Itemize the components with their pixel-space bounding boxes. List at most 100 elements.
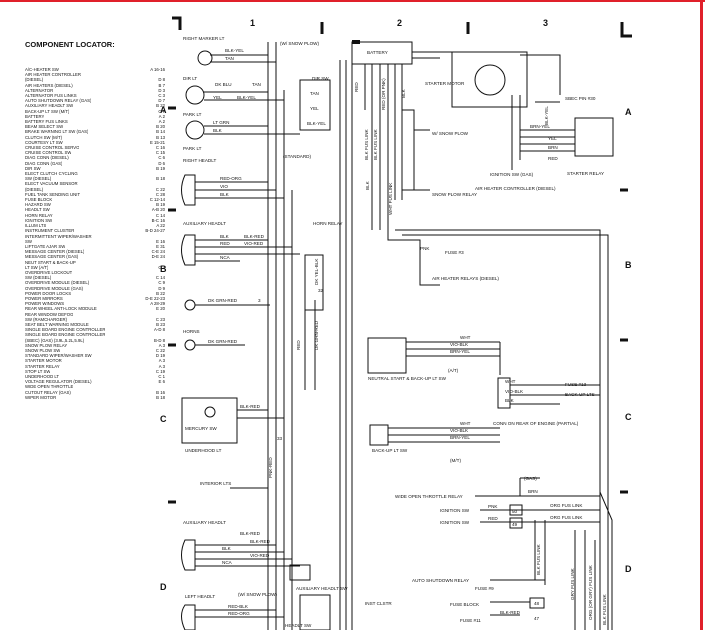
locator-entry-name: WIDE OPEN THROTTLE: [25, 384, 74, 390]
label-blk-yel-1: BLK-YEL: [225, 48, 244, 53]
locator-entry-ref: C 28: [155, 191, 165, 197]
locator-entry: (DIESEL)D 8: [25, 77, 165, 82]
label-org-fus-link: ORG FUS LINK: [550, 503, 583, 508]
locator-entry-ref: B 13: [156, 134, 165, 140]
locator-entry-name: STANDARD WIPER/WASHER SW: [25, 353, 92, 359]
locator-entry-name: SW (DIESEL): [25, 275, 52, 281]
label-red-v2: RED: [354, 82, 359, 92]
label-w47: 47: [534, 616, 540, 621]
locator-entry: BRAKE WARNING LT SW (GAS)B 14: [25, 129, 165, 134]
locator-entry: MESSAGE CENTER (GAS)D-E 24: [25, 254, 165, 259]
label-mt: (M/T): [450, 458, 461, 463]
label-red-col2: RED: [488, 516, 498, 521]
locator-entry-name: STARTER RELAY: [25, 363, 60, 369]
locator-entry-ref: D 8: [158, 77, 165, 83]
label-yel-col3: YEL: [548, 136, 557, 141]
label-wire-33: 33: [277, 436, 283, 441]
label-wire-3: 3: [258, 298, 261, 303]
locator-entry-name: INTERMITTENT WIPER/WASHER: [25, 233, 92, 239]
locator-entry-ref: B 19: [156, 202, 165, 208]
locator-entry: INTERMITTENT WIPER/WASHER: [25, 234, 165, 239]
label-w-snow-plow-col2: W/ SNOW PLOW: [432, 131, 469, 136]
locator-entry-name: POWER MIRRORS: [25, 295, 63, 301]
locator-entry-ref: D-E 24: [151, 254, 165, 260]
label-fuse-3: FUSE #3: [445, 250, 464, 255]
locator-entry-name: DIAG CONN (GAS): [25, 160, 63, 166]
locator-entry-name: AUXILIARY HEADLT SW: [25, 103, 74, 109]
label-blk-red-4: BLK-RED: [250, 539, 271, 544]
label-blk-fus-link-2: BLK FUS LINK: [373, 128, 378, 160]
label-dir-lt: DIR LT: [183, 76, 197, 81]
locator-entry-ref: B 23: [156, 321, 165, 327]
label-air-heater-relays: AIR HEATER RELAYS (DIESEL): [432, 276, 499, 281]
row-label-a-right: A: [625, 107, 632, 117]
label-blk-fus-link-3: BLK FUS LINK: [536, 543, 541, 575]
label-ignition-sw-2: IGNITION SW: [440, 520, 470, 525]
locator-entry-ref: C 14: [155, 212, 165, 218]
label-neutral-start: NEUTRAL START & BACK-UP LT SW: [368, 376, 447, 381]
label-underhood-lt: UNDERHOOD LT: [185, 448, 222, 453]
label-red: RED: [220, 241, 230, 246]
locator-entry-ref: D 6: [158, 160, 165, 166]
red-border-right: [700, 0, 703, 630]
label-battery: BATTERY: [367, 50, 388, 55]
label-vio-blk: VIO-BLK: [450, 342, 469, 347]
locator-entry-name: BATTERY FUS LINKS: [25, 119, 68, 125]
locator-entry-name: SEAT BELT WARNING MODULE: [25, 321, 89, 327]
label-ignition-sw: IGNITION SW: [440, 508, 470, 513]
locator-entry-name: BRAKE WARNING LT SW (GAS): [25, 129, 89, 135]
locator-entry-name: HORN RELAY: [25, 212, 53, 218]
locator-entry-ref: D 9: [158, 285, 165, 291]
label-sbec-pin-30: SBEC PIN #30: [565, 96, 596, 101]
label-horns: HORNS: [183, 329, 200, 334]
locator-entry-name: OVERDRIVE LOCKOUT: [25, 269, 73, 275]
label-tan-3: TAN: [310, 91, 319, 96]
label-fuse-13: FUSE #13: [565, 382, 587, 387]
col-label-3: 3: [543, 18, 548, 28]
locator-entry: FUEL TANK SENDING UNIT C 28: [25, 192, 165, 197]
locator-entry-ref: C 16: [155, 145, 165, 151]
locator-entry-name: ALTERNATOR FUS LINKS: [25, 93, 77, 99]
locator-entry-name: (SBEC) (GAS) (3.9L,5.2L,5.9L): [25, 337, 85, 343]
label-yel-2: YEL: [310, 106, 319, 111]
label-blk-col2: BLK: [505, 398, 515, 403]
locator-entry-ref: B 16: [156, 389, 165, 395]
locator-entry-name: CUTOUT RELAY (GAS): [25, 389, 71, 395]
label-red-v: RED: [296, 340, 301, 350]
label-blk-fus-link-4: BLK FUS LINK: [602, 593, 607, 625]
locator-entry-ref: E 31: [156, 243, 165, 249]
label-gas: (GAS): [524, 476, 537, 481]
locator-entry: SINGLE BOARD ENGINE CONTROLLER: [25, 332, 165, 337]
locator-entry-ref: E 20: [156, 306, 165, 312]
locator-entry-name: ELECT CLUTCH CYCLING: [25, 171, 78, 177]
label-vio: VIO: [220, 184, 228, 189]
label-park-lt-2: PARK LT: [183, 146, 202, 151]
locator-entry-name: OVERDRIVE MODULE (GAS): [25, 285, 84, 291]
row-label-a-left: A: [160, 105, 167, 115]
label-dir-sw: DIR SW: [312, 76, 329, 81]
locator-entry-ref: A 3: [158, 342, 165, 348]
label-red-org-pnk: RED (OR PNK): [381, 78, 386, 110]
red-border-top: [0, 0, 705, 2]
label-interior-lts: INTERIOR LTS: [200, 481, 231, 486]
label-wht-2: WHT: [460, 421, 471, 426]
locator-entry-ref: B 22: [156, 290, 165, 296]
label-blk-yel-col3: BLK-YEL: [544, 106, 549, 125]
label-conn-rear-engine: CONN ON REAR OF ENGINE (PARTIAL): [493, 421, 579, 426]
locator-entry-name: FUEL TANK SENDING UNIT: [25, 191, 81, 197]
locator-entry-name: SW: [25, 238, 32, 244]
